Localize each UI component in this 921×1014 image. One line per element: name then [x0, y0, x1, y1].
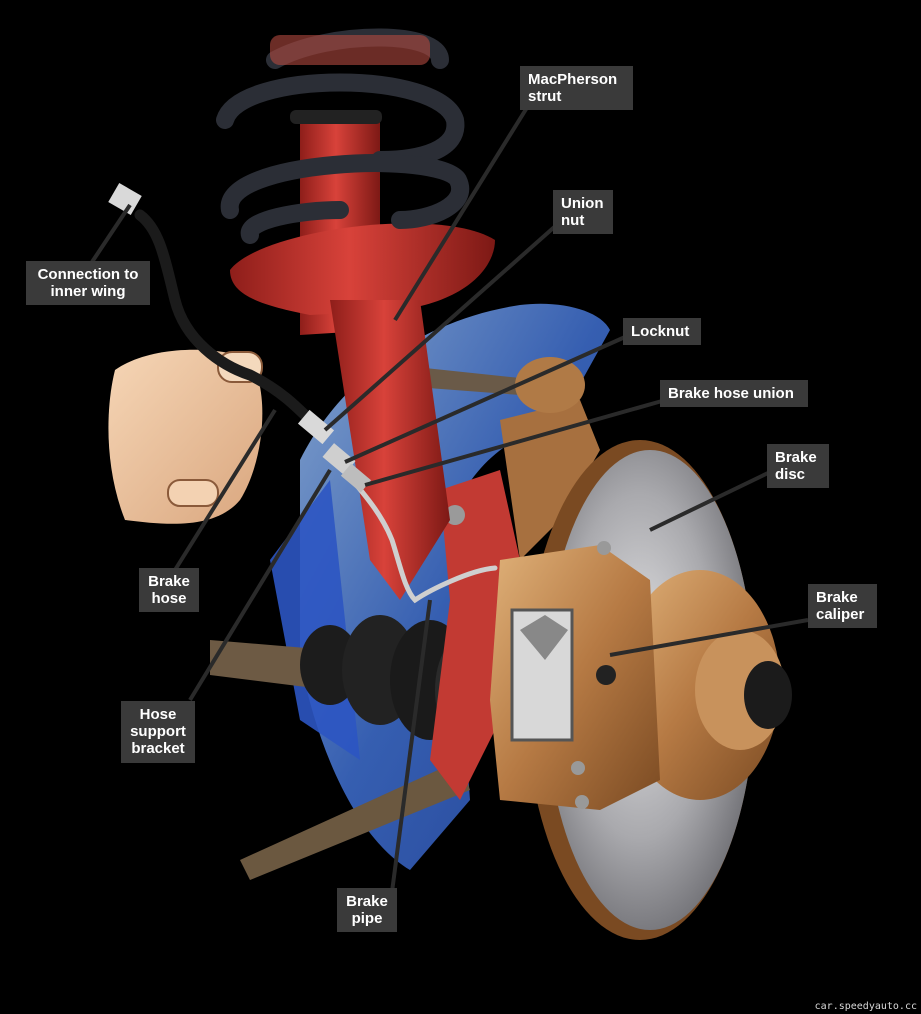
leader-lines — [90, 104, 809, 893]
label-brake-disc: Brake disc — [767, 444, 829, 488]
leader-brake-hose — [173, 408, 277, 572]
hose-fittings — [108, 182, 372, 493]
leader-hose-support-bracket — [188, 468, 332, 702]
label-macpherson-strut: MacPherson strut — [520, 66, 633, 110]
leader-connection-to-inner-wing — [90, 203, 132, 264]
brake-caliper-shape — [490, 541, 660, 810]
watermark: car.speedyauto.cc — [814, 1001, 917, 1012]
label-connection-to-inner-wing: Connection to inner wing — [26, 261, 150, 305]
label-brake-hose: Brake hose — [139, 568, 199, 612]
brake-hose-shape — [134, 209, 498, 604]
spring-seat-top — [270, 35, 430, 65]
label-brake-caliper: Brake caliper — [808, 584, 877, 628]
leader-brake-caliper — [609, 618, 809, 657]
leader-union-nut — [323, 220, 562, 432]
leader-locknut — [344, 335, 626, 464]
label-hose-support-bracket: Hose support bracket — [121, 701, 195, 763]
label-locknut: Locknut — [623, 318, 701, 345]
label-brake-pipe: Brake pipe — [337, 888, 397, 932]
leader-brake-pipe — [390, 599, 432, 893]
leader-brake-disc — [649, 471, 769, 532]
track-rod — [425, 357, 585, 413]
leader-macpherson-strut — [393, 104, 530, 322]
label-union-nut: Union nut — [553, 190, 613, 234]
label-brake-hose-union: Brake hose union — [660, 380, 808, 407]
leader-brake-hose-union — [364, 399, 663, 487]
